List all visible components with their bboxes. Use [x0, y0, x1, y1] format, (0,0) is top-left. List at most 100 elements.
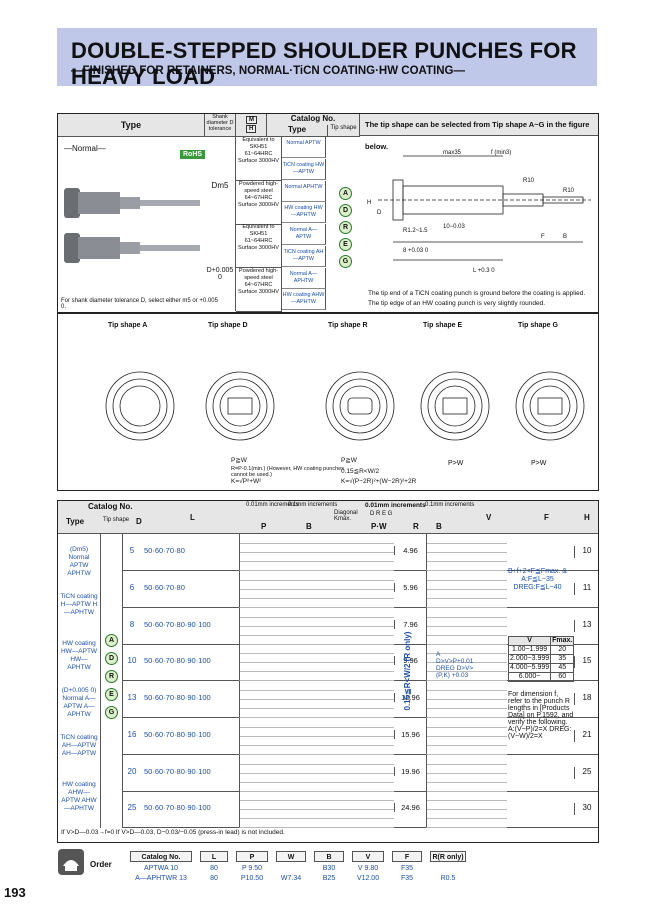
- cell-line: [239, 588, 394, 599]
- order-head: B: [314, 851, 344, 862]
- cell-line: [239, 681, 394, 691]
- tip-shape-label: Tip shape G: [518, 322, 558, 329]
- kmax-value: 24.96: [394, 803, 426, 813]
- tip-g-icon: G: [339, 255, 352, 268]
- cell-line: [426, 726, 507, 737]
- h-pw: P·W: [371, 522, 387, 531]
- rcol-formula: 0.15≦R<W/2 (R only): [403, 631, 412, 711]
- page-subtitle: —FINISHED FOR RETAINERS, NORMAL·TiCN COA…: [71, 65, 465, 77]
- h-h: H: [584, 513, 590, 522]
- d-value: 5: [129, 546, 135, 555]
- fmax-cell: 1.00~1.999: [507, 645, 552, 655]
- f-text: B+f+2<F≦Fmax. & A:F≦L−35 DREG:F≦L−40: [508, 568, 567, 591]
- h-r: R: [413, 522, 419, 531]
- svg-text:L +0.3 0: L +0.3 0: [473, 268, 495, 274]
- d-value: 13: [127, 693, 137, 702]
- cell-line: [239, 781, 394, 792]
- kmax-value: 5.96: [394, 582, 426, 592]
- catalog-cell: Normal A—APTW: [282, 224, 326, 245]
- tip-shape-figure: [105, 371, 175, 441]
- h-tip: Tip shape: [103, 517, 130, 523]
- d-value: 10: [127, 656, 137, 666]
- order-ex1: P 9.50: [241, 865, 263, 872]
- tip-r-note3: K=√(P−2R)²+(W−2R)²+2R: [341, 478, 417, 485]
- l-value: 50·60·70·80·90·100: [144, 766, 211, 776]
- cell-line: [426, 708, 507, 718]
- cell-line: [426, 754, 507, 765]
- h-value: 15: [574, 656, 599, 669]
- cell-line: [239, 653, 394, 664]
- l-value: 50·60·70·80·90·100: [144, 619, 211, 629]
- order-head: Catalog No.: [130, 851, 192, 862]
- d-value: 20: [127, 766, 137, 776]
- cell-line: [426, 681, 507, 691]
- h-01: 0.01mm increments: [365, 502, 426, 509]
- tip-shape-label: Tip shape D: [208, 322, 248, 329]
- cell-line: [239, 699, 394, 709]
- order-head: L: [200, 851, 228, 862]
- shank-col: Dm5 D+0.005 0: [205, 137, 236, 311]
- l-value: 50·60·70·80: [144, 546, 185, 555]
- tip-r-icon: R: [105, 670, 118, 683]
- cell-line: [239, 543, 394, 553]
- order-ex2: 80: [210, 875, 218, 882]
- tip-shape-figure: [205, 371, 275, 441]
- kmax-value: 12.96: [394, 693, 426, 702]
- cell-line: [239, 726, 394, 737]
- h-diag: Diagonal Kmax.: [334, 510, 358, 522]
- cell-line: [426, 662, 507, 673]
- tip-shape-label: Tip shape A: [108, 322, 148, 329]
- cell-line: [426, 653, 507, 664]
- svg-text:10−0.03: 10−0.03: [443, 224, 466, 230]
- kmax-value: 4.96: [394, 546, 426, 555]
- cell-line: [426, 552, 507, 562]
- h-value: 13: [574, 619, 599, 632]
- cell-line: [426, 781, 507, 792]
- cell-line: [426, 699, 507, 709]
- d-value: 8: [129, 619, 135, 629]
- tip-select-text: The tip shape can be selected from Tip s…: [360, 114, 598, 151]
- phone-icon: [58, 849, 84, 875]
- cell-line: [426, 597, 507, 608]
- fmax-cell: 45: [550, 663, 575, 673]
- cell-line: [426, 634, 507, 645]
- cell-line: [239, 607, 394, 618]
- cell-line: [239, 708, 394, 718]
- order-ex1: F35: [400, 865, 414, 872]
- cell-line: [239, 735, 394, 746]
- h-b2: B: [436, 522, 442, 531]
- punch-photo-2: [64, 233, 200, 263]
- catalog-cell: Normal A—APHTW: [282, 267, 326, 289]
- material-cell: Powdered high-speed steel 64~67HRC Surfa…: [236, 180, 282, 225]
- cell-line: [239, 809, 394, 820]
- tip-shape-figure: [420, 371, 490, 441]
- order-ex2: B25: [322, 875, 336, 882]
- cell-line: [239, 552, 394, 562]
- cell-line: [239, 570, 394, 581]
- cell-line: [426, 763, 507, 774]
- normal-label: —Normal—: [64, 144, 106, 153]
- catalog-cell: TiCN coating HW—APTW: [282, 158, 326, 180]
- cell-line: [239, 616, 394, 627]
- h-value: 21: [574, 729, 599, 742]
- h-a2: 0.1mm increments: [288, 502, 338, 508]
- tip-e-note: P>W: [448, 460, 464, 467]
- col-tip: Tip shape: [328, 125, 360, 137]
- svg-text:B: B: [563, 234, 567, 240]
- f-note: For dimension f, refer to the punch R le…: [508, 691, 574, 740]
- svg-text:f (min3): f (min3): [491, 150, 511, 156]
- tip-r-icon: R: [339, 221, 352, 234]
- cell-line: [239, 791, 394, 802]
- type-label: HW coating HW—APTW HW—APHTW: [60, 640, 98, 671]
- tip-e-icon: E: [339, 238, 352, 251]
- type-label: TiCN coating AH—APTW AH—APTW: [60, 734, 98, 757]
- footnote: If V>D—0.03→f=0 If V>D—0.03, D−0.03/−0.0…: [61, 829, 285, 836]
- order-ex2: R0.5: [440, 875, 456, 882]
- cell-line: [426, 607, 507, 618]
- tip-d-note3: K=√P²+W²: [231, 478, 262, 485]
- cell-line: [426, 561, 507, 571]
